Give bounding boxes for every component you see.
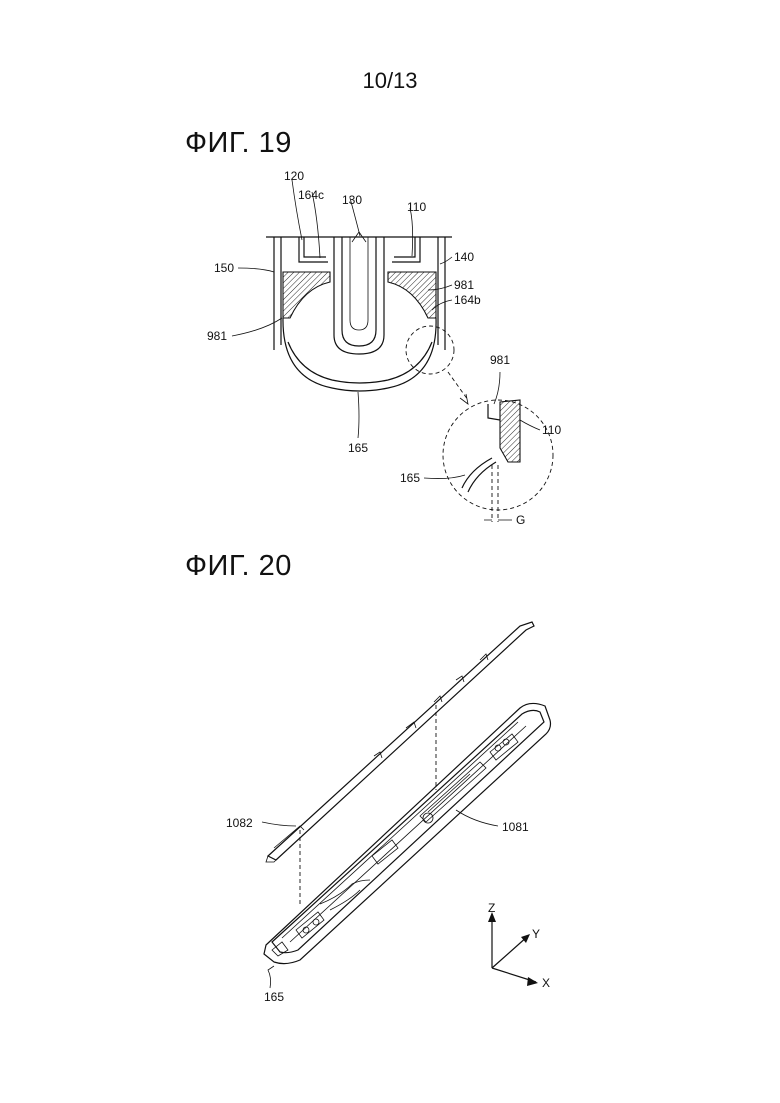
label-981-right: 981 (454, 278, 474, 292)
label-164b: 164b (454, 293, 481, 307)
fig19-labels: 120 164c 130 110 150 140 981 164b 981 16… (207, 169, 561, 527)
axis-y-label: Y (532, 927, 540, 941)
label-140: 140 (454, 250, 474, 264)
label-981-left: 981 (207, 329, 227, 343)
fig19-detail-view (443, 400, 553, 522)
axis-x-label: X (542, 976, 550, 990)
label-1082: 1082 (226, 816, 253, 830)
axes-triad: Z Y X (488, 901, 550, 990)
label-164c: 164c (298, 188, 324, 202)
detail-label-g: G (516, 513, 525, 527)
label-130: 130 (342, 193, 362, 207)
detail-label-165: 165 (400, 471, 420, 485)
label-1081: 1081 (502, 820, 529, 834)
label-120: 120 (284, 169, 304, 183)
label-150: 150 (214, 261, 234, 275)
fig20-labels: 1082 1081 165 (226, 816, 529, 1004)
label-110: 110 (407, 200, 426, 214)
label-165: 165 (348, 441, 368, 455)
detail-label-110: 110 (542, 423, 561, 437)
label-165-fig20: 165 (264, 990, 284, 1004)
axis-z-label: Z (488, 901, 495, 915)
fig19-leader-lines (232, 180, 540, 479)
detail-label-981: 981 (490, 353, 510, 367)
fig19-cross-section (266, 232, 468, 404)
